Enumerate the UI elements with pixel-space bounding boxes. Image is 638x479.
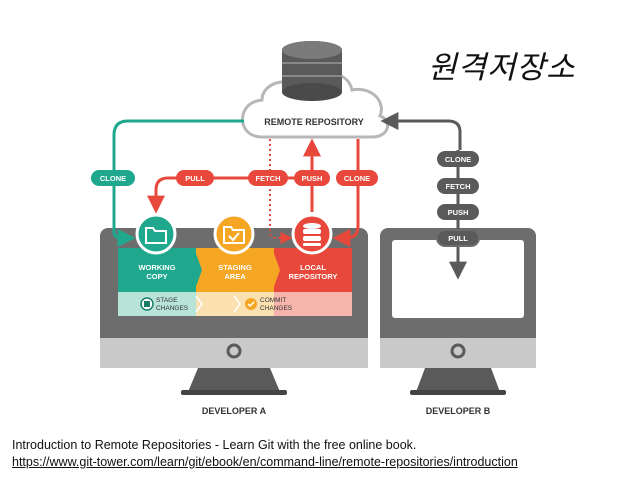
working-copy-icon xyxy=(135,213,177,255)
local-repository-label-2: REPOSITORY xyxy=(289,272,338,281)
b-clone-badge xyxy=(437,151,479,167)
stage-chevron xyxy=(195,295,203,313)
remote-repository-label: REMOTE REPOSITORY xyxy=(264,117,364,127)
commit-changes-icon xyxy=(245,298,257,310)
caption: Introduction to Remote Repositories - Le… xyxy=(12,437,632,471)
clone-badge xyxy=(91,170,135,186)
working-copy-label-1: WORKING xyxy=(138,263,175,272)
panel-chevron-1 xyxy=(194,248,202,292)
stage-changes-icon xyxy=(140,297,154,311)
stage-changes-label-2: CHANGES xyxy=(156,305,189,312)
b-clone-label: CLONE xyxy=(445,155,471,164)
database-icon xyxy=(282,41,342,101)
local-repository-icon xyxy=(291,213,333,255)
developer-b-upload-arrow xyxy=(380,112,462,150)
local-repository-label-1: LOCAL xyxy=(300,263,326,272)
commit-changes-label-1: COMMIT xyxy=(260,297,286,304)
fetch-label: FETCH xyxy=(256,174,281,183)
fetch-arrow xyxy=(269,139,293,244)
clone-right-arrow xyxy=(332,139,360,247)
slide-title: 원격저장소 xyxy=(428,50,576,86)
pull-label: PULL xyxy=(185,174,205,183)
working-copy-label-2: COPY xyxy=(146,272,167,281)
staging-area-label-1: STAGING xyxy=(218,263,252,272)
developer-a-label: DEVELOPER A xyxy=(202,406,267,416)
b-fetch-badge xyxy=(437,178,479,194)
b-push-label: PUSH xyxy=(448,208,469,217)
b-pull-badge xyxy=(436,229,480,247)
pull-badge xyxy=(176,170,214,186)
b-pull-label: PULL xyxy=(448,234,468,243)
b-fetch-label: FETCH xyxy=(446,182,471,191)
developer-b-label: DEVELOPER B xyxy=(426,406,491,416)
local-repository-panel xyxy=(274,248,352,316)
caption-link[interactable]: https://www.git-tower.com/learn/git/eboo… xyxy=(12,455,518,469)
staging-area-label-2: AREA xyxy=(224,272,246,281)
commit-chevron xyxy=(233,295,241,313)
panel-chevron-2 xyxy=(272,248,280,292)
clone-label: CLONE xyxy=(100,174,126,183)
pull-arrow xyxy=(147,176,296,214)
b-push-badge xyxy=(437,204,479,220)
commit-changes-label-2: CHANGES xyxy=(260,305,293,312)
working-copy-panel xyxy=(118,248,196,316)
staging-area-panel xyxy=(196,248,274,316)
stage-changes-label-1: STAGE xyxy=(156,297,178,304)
clone-right-label: CLONE xyxy=(344,174,370,183)
push-badge xyxy=(294,170,330,186)
staging-area-icon xyxy=(213,213,255,255)
clone-right-badge xyxy=(336,170,378,186)
fetch-badge xyxy=(248,170,288,186)
push-label: PUSH xyxy=(302,174,323,183)
caption-text: Introduction to Remote Repositories - Le… xyxy=(12,438,417,452)
